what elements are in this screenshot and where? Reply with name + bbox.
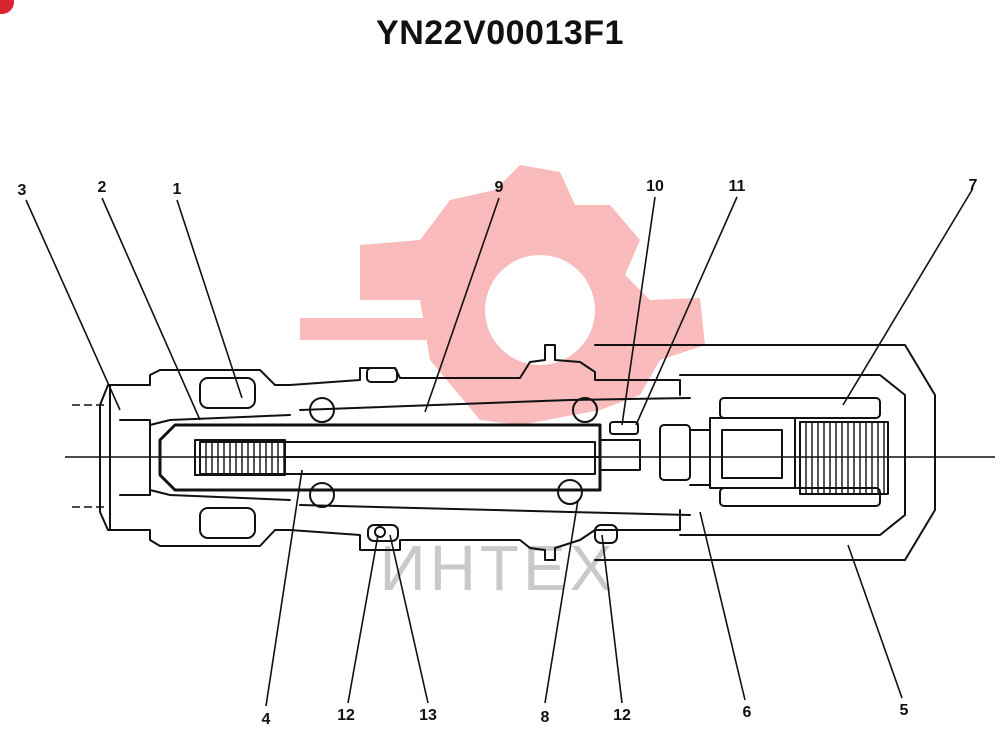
seal-rings bbox=[367, 421, 691, 544]
label-13: 13 bbox=[419, 707, 437, 724]
part-labels: 3 2 1 9 10 11 7 4 12 13 8 12 6 5 bbox=[18, 177, 978, 728]
label-5: 5 bbox=[900, 702, 909, 719]
watermark-text: ИНТЕХ bbox=[380, 532, 617, 604]
leader-lines bbox=[25, 189, 973, 707]
label-9: 9 bbox=[495, 179, 504, 196]
label-12-left: 12 bbox=[337, 707, 355, 724]
page-title: YN22V00013F1 bbox=[376, 14, 624, 52]
watermark-gear-icon bbox=[360, 165, 705, 425]
label-1: 1 bbox=[173, 181, 182, 198]
label-12-right: 12 bbox=[613, 707, 631, 724]
spool bbox=[284, 441, 601, 475]
label-8: 8 bbox=[541, 709, 550, 726]
label-11: 11 bbox=[729, 178, 746, 195]
label-6: 6 bbox=[743, 704, 752, 721]
label-2: 2 bbox=[98, 179, 107, 196]
sleeve bbox=[289, 344, 691, 561]
end-cap bbox=[99, 369, 291, 547]
spring-right bbox=[799, 421, 889, 495]
watermark-gear-hole-icon bbox=[485, 255, 595, 365]
label-10: 10 bbox=[646, 178, 664, 195]
label-3: 3 bbox=[18, 182, 27, 199]
label-4: 4 bbox=[262, 711, 271, 728]
watermark-bar-icon bbox=[300, 318, 430, 340]
spring-left bbox=[199, 441, 286, 475]
watermark-logo bbox=[300, 165, 705, 425]
label-7: 7 bbox=[969, 177, 978, 194]
